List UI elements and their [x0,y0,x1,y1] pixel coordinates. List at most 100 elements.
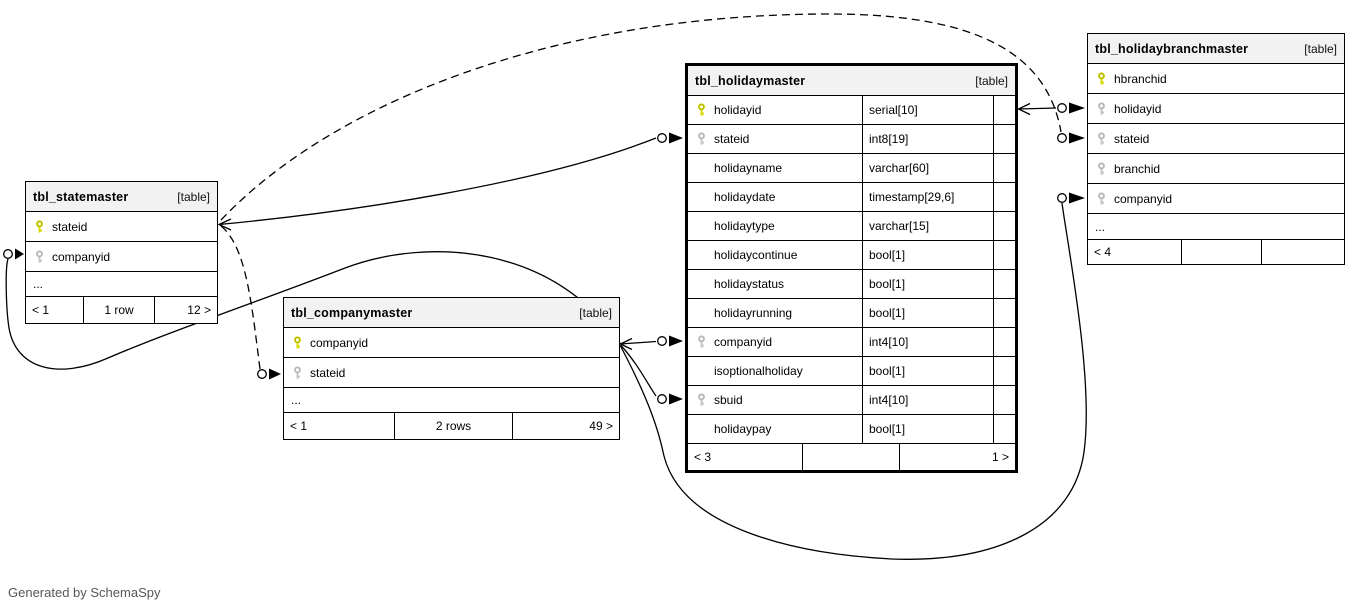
column-type: bool[1] [862,241,993,269]
fk-connector-statemaster-companyid [3,248,24,260]
column-type: bool[1] [862,357,993,385]
column-row-holidayid: holidayid [1088,93,1344,123]
footer-right [1261,240,1344,264]
fk-key-icon [284,365,310,380]
edge-companymaster-companyid-to-holidaymaster-sbuid [620,344,657,397]
column-name: holidayrunning [714,306,793,320]
column-name: holidayid [1114,101,1162,116]
column-row-holidayrunning: holidayrunning bool[1] [688,298,1015,327]
column-row-stateid: stateid [1088,123,1344,153]
column-row-companyid: companyid [1088,183,1344,213]
table-header[interactable]: tbl_holidaybranchmaster [table] [1088,34,1344,63]
generated-by-note: Generated by SchemaSpy [8,585,161,600]
column-name: holidayid [714,103,762,117]
column-name: sbuid [714,393,743,407]
column-type: timestamp[29,6] [862,183,993,211]
hidden-columns-ellipsis: ... [1088,213,1344,239]
fk-connector-branchmaster-stateid [1057,132,1085,144]
column-name: stateid [52,219,88,234]
table-title: tbl_companymaster [291,305,413,320]
footer-left: < 3 [694,450,712,464]
footer-left: < 1 [290,419,308,433]
fk-key-icon [26,249,52,264]
table-title: tbl_statemaster [33,189,129,204]
column-row-companyid: companyid [284,327,619,357]
column-narrow-cell [993,357,1015,385]
column-row-isoptionalholiday: isoptionalholiday bool[1] [688,356,1015,385]
table-tag: [table] [177,189,210,204]
fk-connector-holidaymaster-stateid [657,132,683,144]
hidden-columns-ellipsis: ... [284,387,619,412]
pk-key-icon [26,219,52,234]
column-row-branchid: branchid [1088,153,1344,183]
parent-arrow-companymaster-companyid [618,337,633,351]
column-type: bool[1] [862,299,993,327]
column-type: serial[10] [862,96,993,124]
column-row-hbranchid: hbranchid [1088,63,1344,93]
fk-key-icon [1088,191,1114,206]
column-name: stateid [1114,131,1150,146]
footer-right: 49 > [512,413,619,439]
edge-holidaymaster-holidayid-to-branchmaster-holidayid [1018,107,1057,110]
column-name: stateid [714,132,750,146]
footer-center: 2 rows [394,413,512,439]
fk-connector-companymaster-stateid [257,368,281,380]
column-name: holidaystatus [714,277,785,291]
column-name: isoptionalholiday [714,364,803,378]
column-narrow-cell [993,96,1015,124]
footer-right: 12 > [154,297,217,323]
table-tag: [table] [975,73,1008,88]
table-header[interactable]: tbl_holidaymaster [table] [688,66,1015,95]
edge-companymaster-companyid-to-holidaymaster-companyid [620,340,657,345]
table-header[interactable]: tbl_statemaster [table] [26,182,217,211]
table-footer: < 4 [1088,239,1344,264]
footer-left: < 1 [32,303,50,317]
column-narrow-cell [993,415,1015,443]
column-type: int4[10] [862,386,993,414]
column-name: companyid [1114,191,1173,206]
column-narrow-cell [993,212,1015,240]
pk-key-icon [688,103,714,117]
column-narrow-cell [993,125,1015,153]
table-tag: [table] [1304,41,1337,56]
column-name: hbranchid [1114,71,1167,86]
table-title: tbl_holidaybranchmaster [1095,41,1249,56]
fk-key-icon [1088,131,1114,146]
hidden-columns-ellipsis: ... [26,271,217,296]
table-header[interactable]: tbl_companymaster [table] [284,298,619,327]
column-name: holidaypay [714,422,772,436]
fk-key-icon [688,393,714,407]
fk-key-icon [1088,101,1114,116]
column-narrow-cell [993,183,1015,211]
column-narrow-cell [993,299,1015,327]
table-tbl-holidaymaster[interactable]: tbl_holidaymaster [table] holidayid seria… [685,63,1018,473]
pk-key-icon [1088,71,1114,86]
column-name: holidaytype [714,219,775,233]
column-row-companyid: companyid [26,241,217,271]
footer-center [1181,240,1261,264]
fk-key-icon [1088,161,1114,176]
edge-statemaster-stateid-to-companymaster-stateid [220,225,261,370]
table-tbl-statemaster[interactable]: tbl_statemaster [table] stateid companyid… [25,181,218,324]
fk-connector-branchmaster-holidayid [1057,102,1085,114]
fk-key-icon [688,132,714,146]
column-type: int8[19] [862,125,993,153]
column-name: holidaydate [714,190,776,204]
footer-center: 1 row [83,297,154,323]
table-tbl-holidaybranchmaster[interactable]: tbl_holidaybranchmaster [table] hbranchi… [1087,33,1345,265]
parent-arrow-statemaster-stateid [217,218,232,231]
footer-center [802,444,899,470]
column-narrow-cell [993,386,1015,414]
column-type: bool[1] [862,415,993,443]
footer-left: < 4 [1094,245,1112,259]
column-name: companyid [52,249,111,264]
pk-key-icon [284,335,310,350]
